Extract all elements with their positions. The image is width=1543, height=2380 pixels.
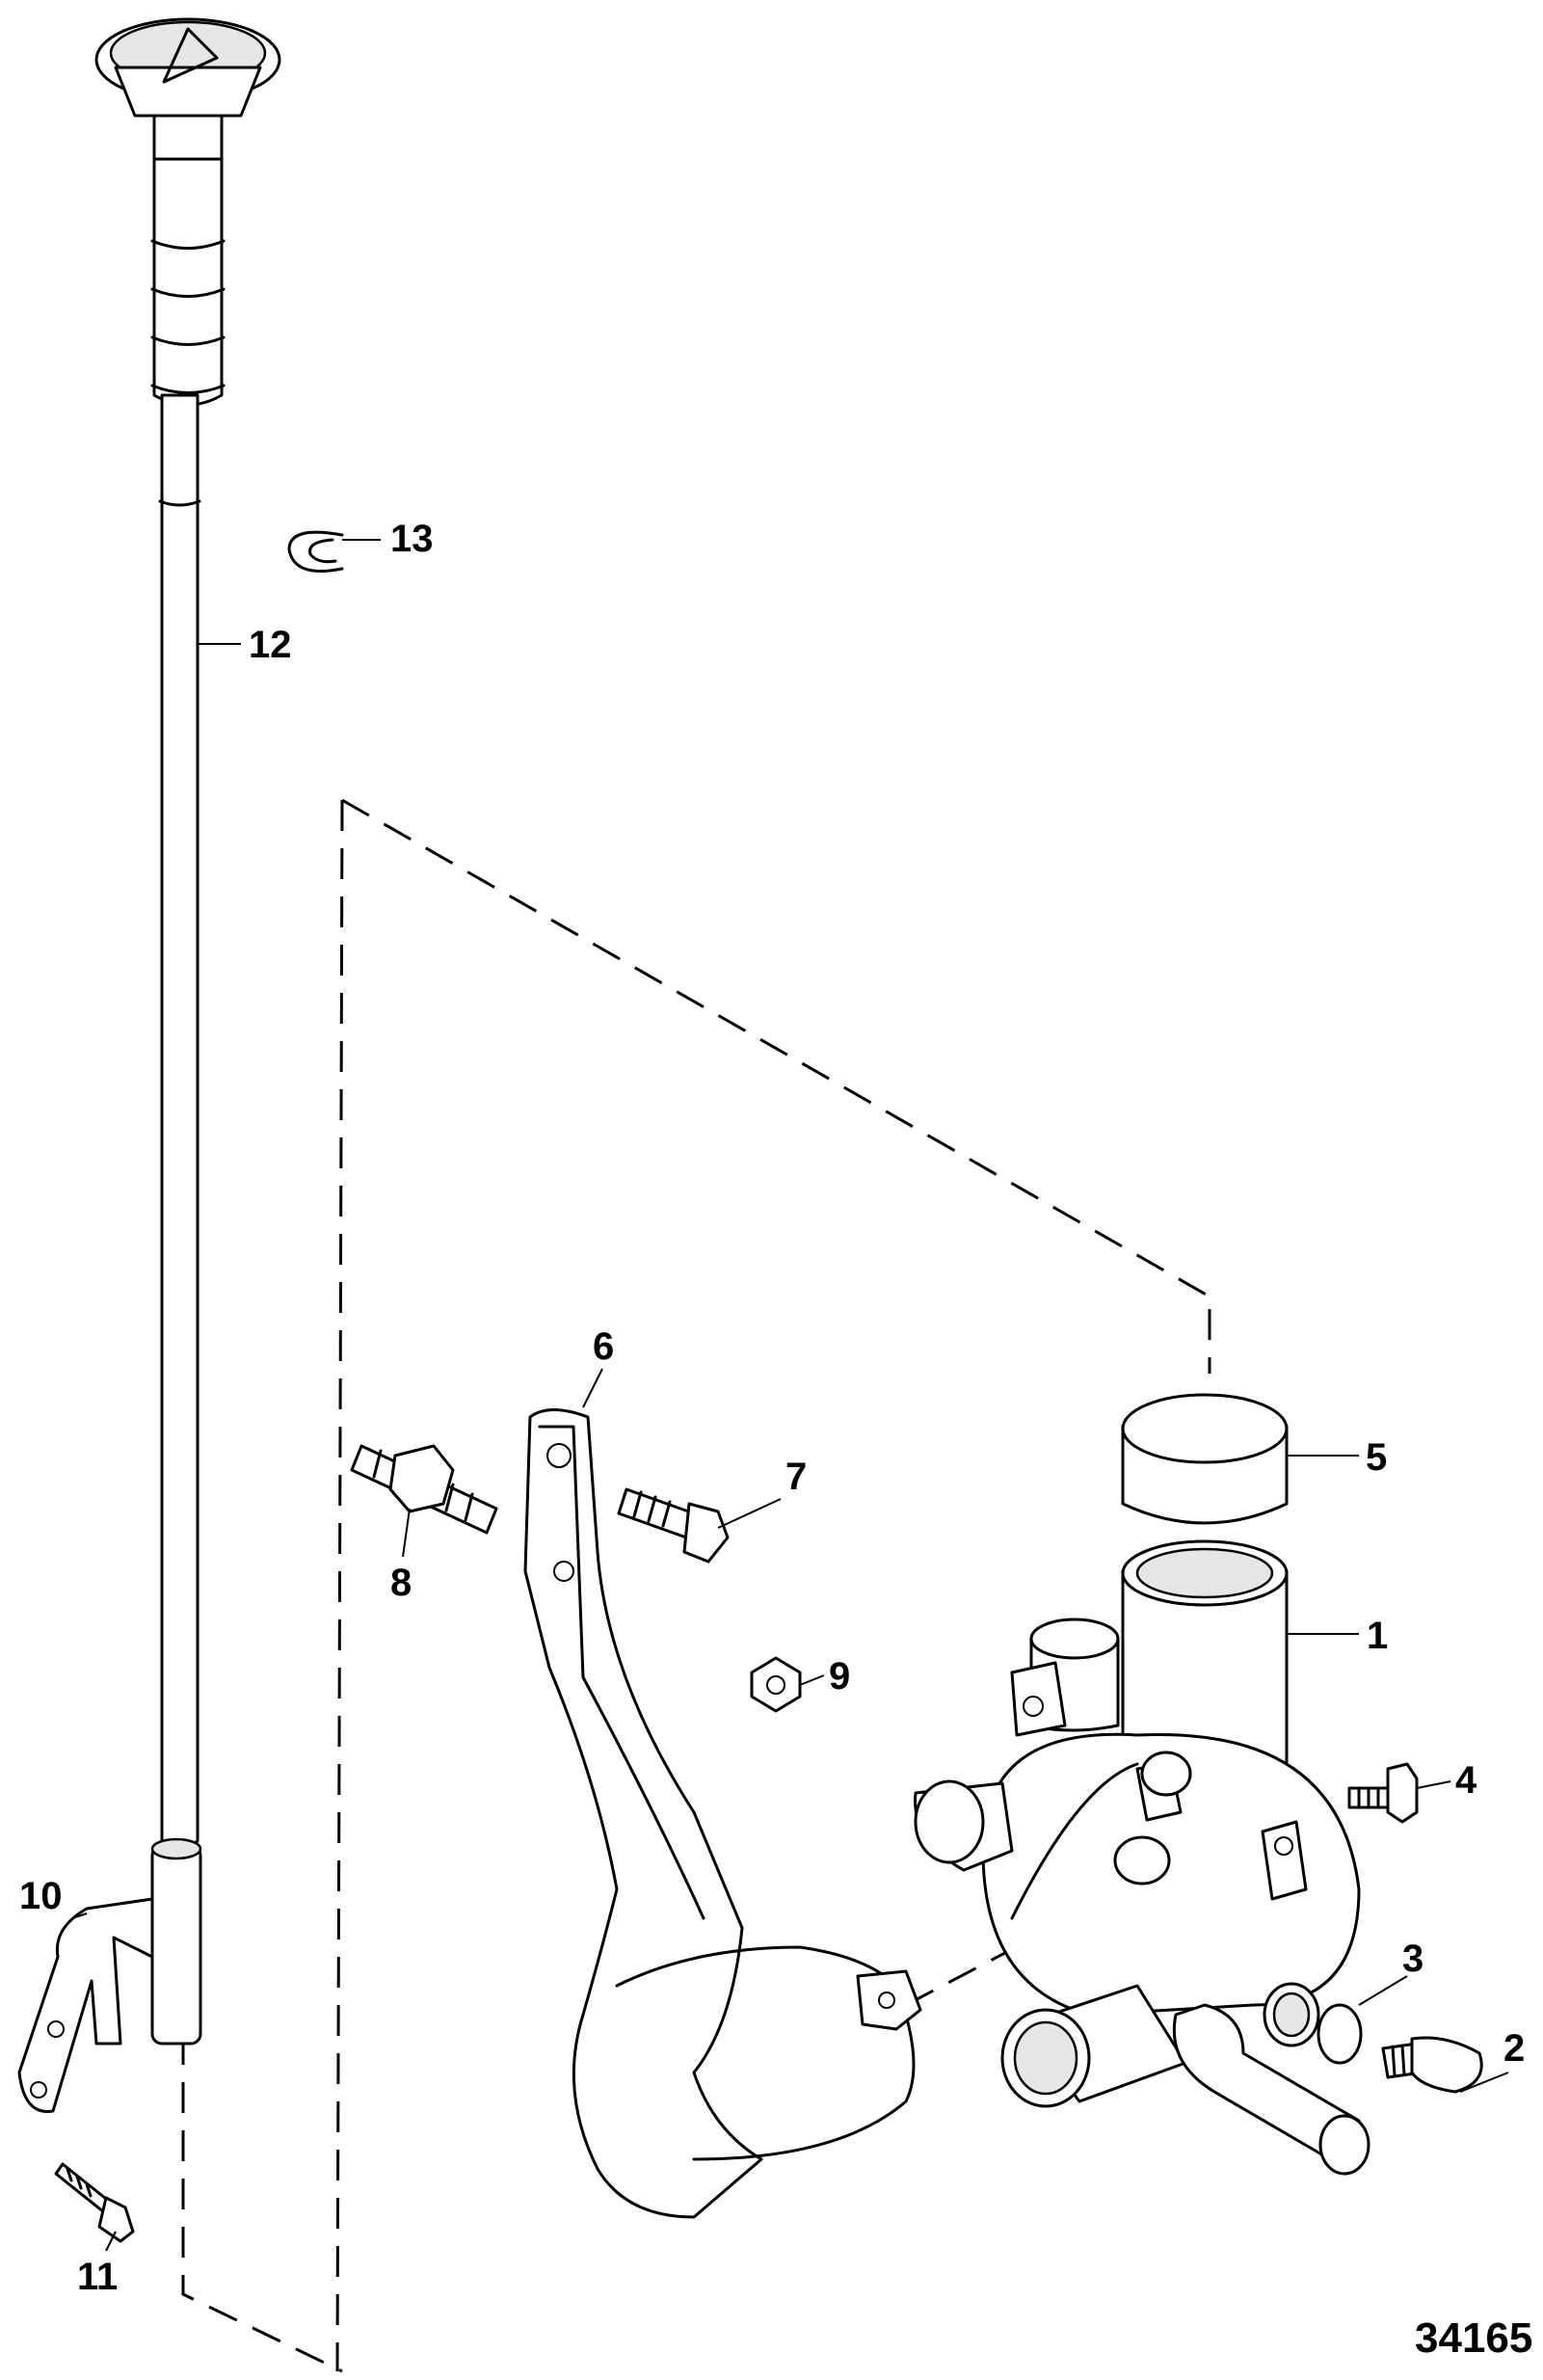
hex-nut-part <box>750 1656 802 1713</box>
drain-plug-part <box>1381 2036 1483 2094</box>
callout-7: 7 <box>785 1456 807 1498</box>
bolt-part-7 <box>617 1487 730 1564</box>
leader-lines <box>71 539 1509 2252</box>
callout-8: 8 <box>390 1562 412 1604</box>
callout-labels: 1 2 3 4 5 6 7 8 9 10 11 12 13 34165 <box>19 518 1532 2362</box>
bolt-part-11 <box>54 2162 135 2243</box>
callout-5: 5 <box>1366 1436 1387 1479</box>
bolt-part-4 <box>1347 1762 1419 1824</box>
callout-6: 6 <box>593 1325 614 1368</box>
callout-3: 3 <box>1402 1938 1423 1980</box>
figure-id: 34165 <box>1415 2314 1532 2362</box>
callout-10: 10 <box>19 1875 63 1917</box>
stud-part-8 <box>350 1444 498 1535</box>
mounting-bracket-part <box>523 1408 922 2219</box>
callout-9: 9 <box>829 1655 850 1698</box>
o-ring-part <box>1317 2003 1363 2065</box>
callout-13: 13 <box>390 518 434 560</box>
callout-2: 2 <box>1503 2027 1525 2070</box>
e-clip-part <box>287 530 344 573</box>
callout-4: 4 <box>1455 1759 1477 1802</box>
dipstick-part <box>94 17 281 1850</box>
dipstick-tube-bracket-part <box>17 1837 202 2113</box>
callout-11: 11 <box>77 2256 118 2298</box>
cap-part <box>1121 1393 1289 1525</box>
callout-1: 1 <box>1367 1615 1388 1657</box>
housing-part <box>914 1539 1370 2176</box>
callout-12: 12 <box>249 624 292 666</box>
